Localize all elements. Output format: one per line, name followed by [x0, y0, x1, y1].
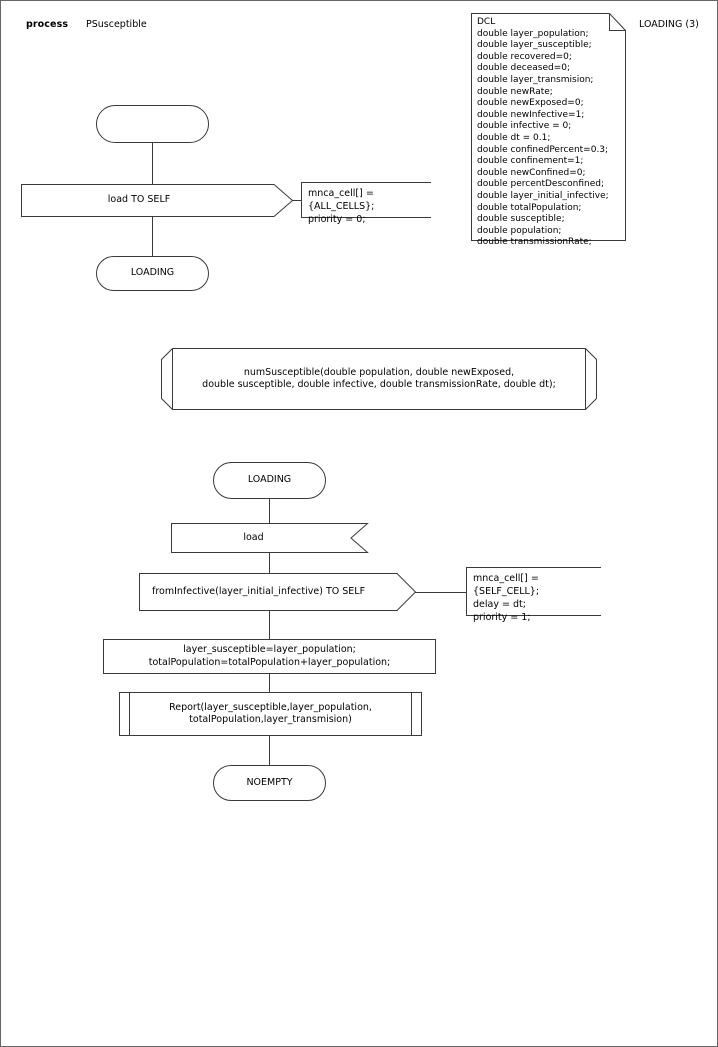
comment-leader-bottom	[415, 592, 466, 593]
procedure-call-symbol-report[interactable]: Report(layer_susceptible,layer_populatio…	[119, 692, 422, 736]
state-symbol-noempty[interactable]: NOEMPTY	[213, 765, 326, 801]
connector-task-to-call	[269, 674, 270, 692]
input-symbol-load[interactable]: load	[171, 523, 369, 553]
task-symbol-assignments[interactable]: layer_susceptible=layer_population; tota…	[103, 639, 436, 674]
state-symbol-loading-top[interactable]: LOADING	[96, 256, 209, 291]
output-symbol-frominfective[interactable]: fromInfective(layer_initial_infective) T…	[139, 573, 417, 611]
connector-input-to-state	[152, 217, 153, 256]
page-label: LOADING (3)	[639, 19, 699, 30]
declaration-note-text: DCL double layer_population; double laye…	[477, 17, 609, 248]
process-name: PSusceptible	[86, 19, 147, 30]
state-symbol-start[interactable]	[96, 105, 209, 143]
procedure-definition-symbol[interactable]: numSusceptible(double population, double…	[161, 348, 597, 410]
connector-output-to-task	[269, 611, 270, 639]
declaration-note-outline	[471, 13, 626, 241]
connector-start-to-input	[152, 143, 153, 184]
comment-output-attributes: mnca_cell[] = {SELF_CELL}; delay = dt; p…	[466, 567, 601, 623]
connector-state-to-input-bottom	[269, 499, 270, 523]
connector-call-to-state	[269, 736, 270, 765]
comment-input-attributes: mnca_cell[] = {ALL_CELLS}; priority = 0;	[301, 182, 431, 225]
state-symbol-loading-bottom[interactable]: LOADING	[213, 462, 326, 499]
input-symbol-load-to-self[interactable]: load TO SELF	[21, 184, 294, 217]
process-keyword: process	[26, 19, 69, 30]
connector-input-to-output	[269, 553, 270, 573]
declaration-note: DCL double layer_population; double laye…	[471, 13, 626, 247]
comment-leader-top	[292, 200, 301, 201]
